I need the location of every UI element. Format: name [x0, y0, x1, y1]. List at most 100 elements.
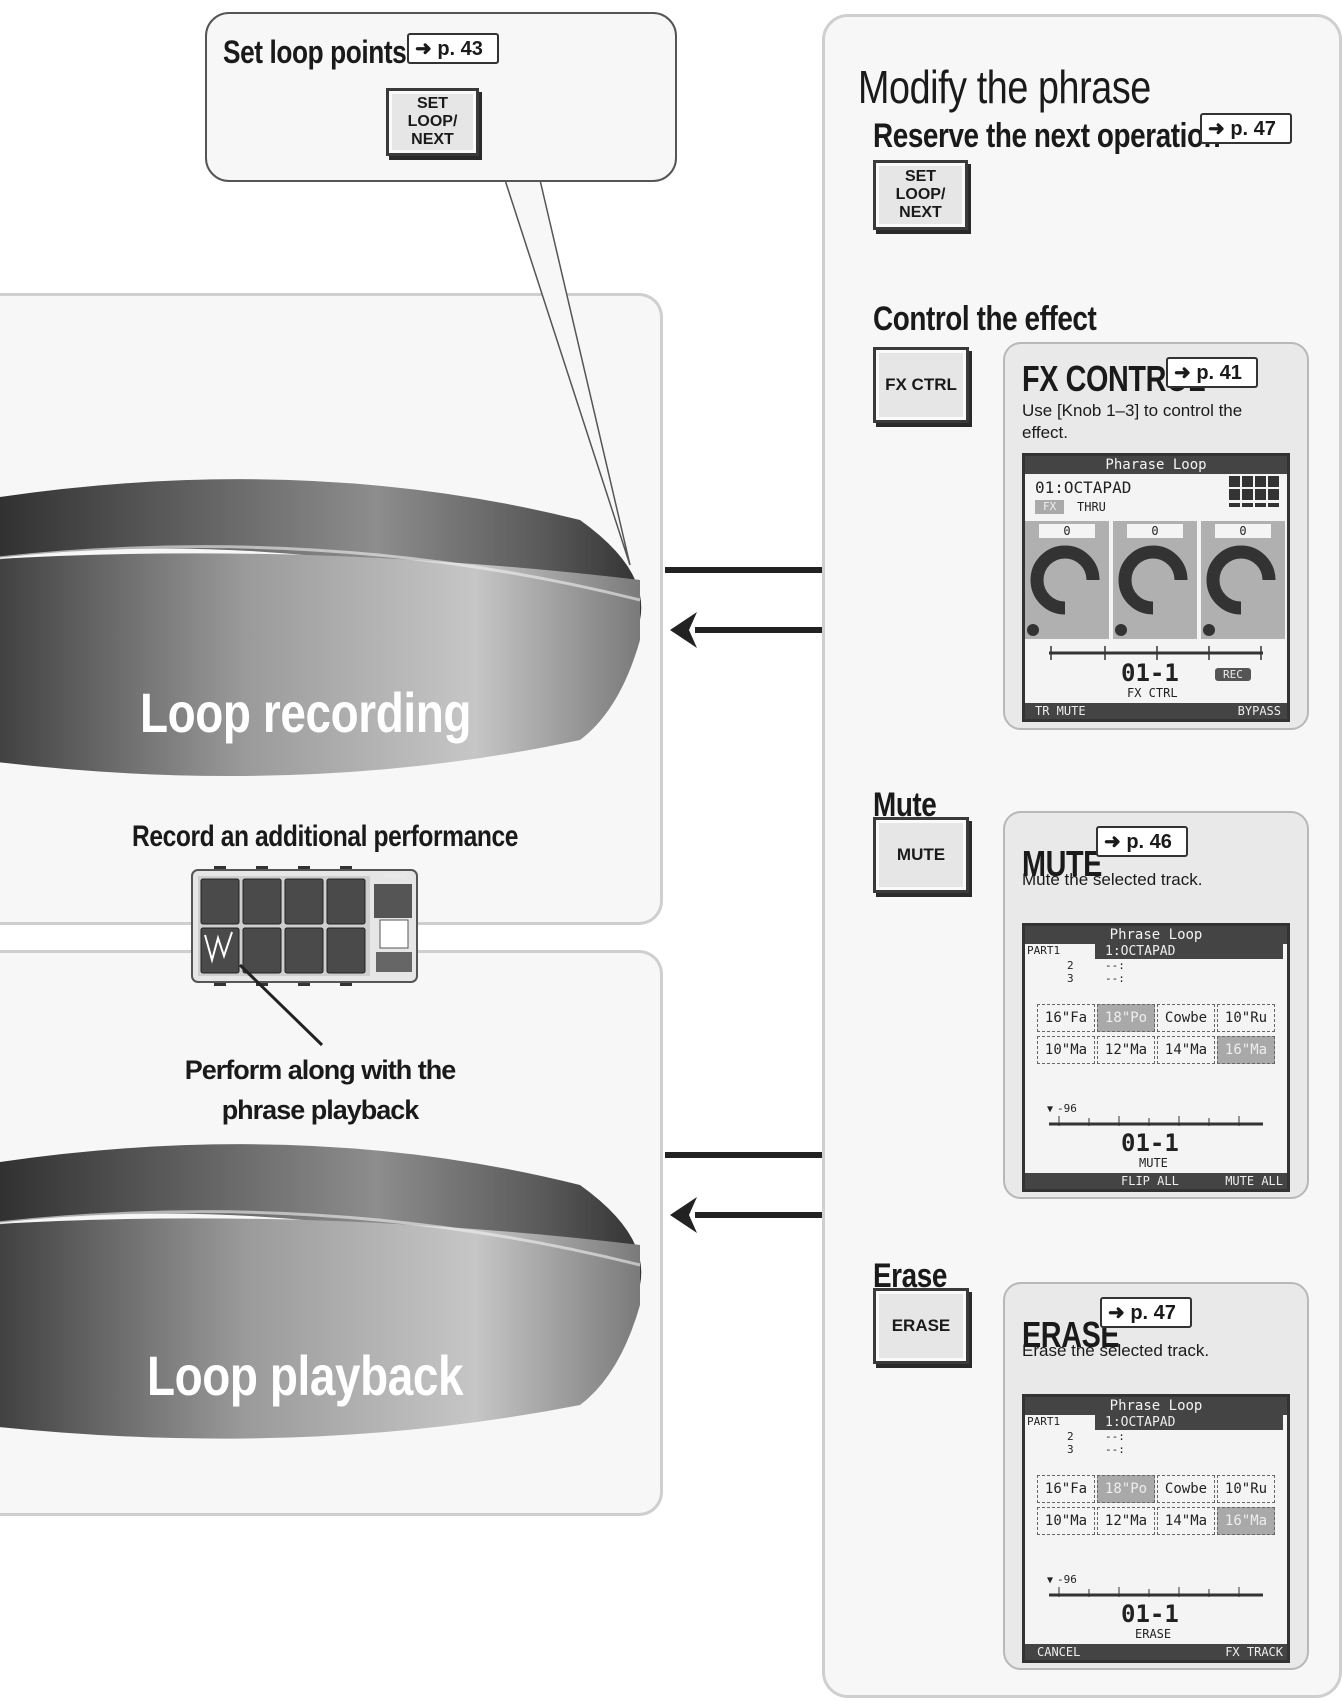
lcd-fx-tag: FX [1035, 500, 1065, 514]
reserve-ref-wrap: ➜ p. 47 [1200, 113, 1292, 144]
mute-ref-text: p. 46 [1126, 831, 1172, 853]
reserve-ref[interactable]: ➜ p. 47 [1200, 113, 1292, 144]
erase-ref-text: p. 47 [1130, 1302, 1176, 1324]
lcd-kit-name: 01:OCTAPAD [1035, 478, 1132, 497]
lcd-knob-value-3: 0 [1215, 524, 1271, 538]
loop-points-ref-text: p. 43 [437, 38, 483, 60]
mute-lcd: Phrase Loop PART1 1:OCTAPAD 2 --: 3 --: … [1022, 923, 1290, 1192]
erase-level-bar [1049, 1587, 1263, 1597]
record-caption: Record an additional performance [132, 820, 519, 853]
mute-pad-6: 12"Ma [1097, 1036, 1155, 1064]
erase-lcd-part3-value: --: [1105, 1443, 1125, 1456]
mute-pad-7: 14"Ma [1157, 1036, 1215, 1064]
mute-level-value: -96 [1057, 1102, 1077, 1115]
fx-control-ref-text: p. 41 [1196, 362, 1242, 384]
erase-desc: Erase the selected track. [1022, 1341, 1210, 1360]
erase-level-icon: ▼ [1047, 1575, 1054, 1586]
erase-ref-wrap: ➜ p. 47 [1100, 1297, 1192, 1328]
erase-lcd-part1-value: 1:OCTAPAD [1095, 1415, 1283, 1430]
mute-lcd-part2-label: 2 [1067, 959, 1074, 972]
lcd-mode: FX CTRL [1127, 686, 1178, 700]
mute-level-icon: ▼ [1047, 1104, 1054, 1115]
modify-title: Modify the phrase [858, 61, 1151, 113]
lcd-function-bar: TR MUTE BYPASS [1025, 703, 1287, 719]
mute-lcd-number: 01-1 [1121, 1129, 1179, 1157]
mute-lcd-part3-value: --: [1105, 972, 1125, 985]
perform-caption-line-1: Perform along with the [184, 1055, 457, 1085]
mute-pad-2: 18"Po [1097, 1004, 1155, 1032]
reserve-set-loop-next-button[interactable]: SET LOOP/ NEXT [873, 160, 968, 230]
mute-ref[interactable]: ➜ p. 46 [1096, 826, 1188, 857]
mute-lcd-part1-value: 1:OCTAPAD [1095, 944, 1283, 959]
erase-lcd-mode: ERASE [1135, 1627, 1172, 1641]
perform-caption-line-2: phrase playback [221, 1095, 420, 1125]
mute-lcd-mode: MUTE [1139, 1156, 1168, 1170]
mute-lcd-f3-label: MUTE ALL [1225, 1174, 1283, 1188]
mute-pad-8: 16"Ma [1217, 1036, 1275, 1064]
erase-lcd-part-label: PART1 [1027, 1415, 1061, 1428]
erase-pad-5: 10"Ma [1037, 1507, 1095, 1535]
mute-lcd-part2-value: --: [1105, 959, 1125, 972]
erase-lcd-f3-label: FX TRACK [1225, 1645, 1283, 1659]
lcd-fx-value: THRU [1077, 500, 1106, 514]
erase-pad-1: 16"Fa [1037, 1475, 1095, 1503]
control-heading: Control the effect [873, 300, 1097, 338]
loop-recording-label: Loop recording [140, 681, 471, 744]
erase-lcd-part2-value: --: [1105, 1430, 1125, 1443]
erase-lcd-part2-label: 2 [1067, 1430, 1074, 1443]
fx-ctrl-button[interactable]: FX CTRL [873, 347, 969, 423]
fx-control-lcd: Pharase Loop 01:OCTAPAD FX THRU 0 0 0 01… [1022, 453, 1290, 722]
fx-control-ref-wrap: ➜ p. 41 [1166, 357, 1258, 388]
mute-title: MUTE [1022, 843, 1102, 884]
loop-playback-label: Loop playback [147, 1344, 464, 1407]
erase-lcd-part3-label: 3 [1067, 1443, 1074, 1456]
loop-points-ref[interactable]: ➜ p. 43 [407, 33, 499, 64]
lcd-knob-value-2: 0 [1127, 524, 1183, 538]
fx-control-ref[interactable]: ➜ p. 41 [1166, 357, 1258, 388]
mute-lcd-header: Phrase Loop [1025, 926, 1287, 944]
perform-caption: Perform along with the phrase playback [170, 1050, 470, 1130]
erase-lcd-number: 01-1 [1121, 1600, 1179, 1628]
lcd-rec-badge: REC [1215, 668, 1251, 681]
mute-lcd-part-label: PART1 [1027, 944, 1061, 957]
erase-lcd-f1-label: CANCEL [1037, 1645, 1081, 1659]
octapad-device [191, 866, 418, 1047]
erase-level-value: -96 [1057, 1573, 1077, 1586]
erase-pad-8: 16"Ma [1217, 1507, 1275, 1535]
mute-desc: Mute the selected track. [1022, 870, 1203, 889]
lcd-knob-graphics [1027, 545, 1276, 636]
mute-lcd-part3-label: 3 [1067, 972, 1074, 985]
recording-ring [0, 479, 642, 776]
erase-pad-3: Cowbe [1157, 1475, 1215, 1503]
lcd-pad-grid-icon [1229, 476, 1279, 507]
device-brand: Roland [384, 873, 407, 880]
erase-lcd-header: Phrase Loop [1025, 1397, 1287, 1415]
reserve-heading: Reserve the next operation [873, 117, 1221, 155]
fx-control-desc: Use [Knob 1–3] to control the effect. [1022, 401, 1243, 442]
reserve-ref-text: p. 47 [1230, 118, 1276, 140]
mute-ref-wrap: ➜ p. 46 [1096, 826, 1188, 857]
mute-lcd-function-bar: FLIP ALL MUTE ALL [1025, 1173, 1287, 1189]
mute-pad-4: 10"Ru [1217, 1004, 1275, 1032]
erase-button[interactable]: ERASE [873, 1288, 969, 1364]
playback-ring [0, 1144, 642, 1439]
loop-points-set-loop-next-button[interactable]: SET LOOP/ NEXT [386, 88, 479, 156]
erase-pad-4: 10"Ru [1217, 1475, 1275, 1503]
erase-lcd-function-bar: CANCEL FX TRACK [1025, 1644, 1287, 1660]
loop-points-title: Set loop points [223, 34, 407, 70]
arrow-from-modify-2 [670, 1197, 825, 1233]
loop-points-ref-wrap: ➜ p. 43 [407, 33, 499, 64]
lcd-f1-label: TR MUTE [1035, 704, 1086, 718]
mute-pad-3: Cowbe [1157, 1004, 1215, 1032]
mute-button[interactable]: MUTE [873, 817, 969, 893]
erase-pad-2: 18"Po [1097, 1475, 1155, 1503]
lcd-timeline-bar [1049, 646, 1263, 660]
erase-lcd: Phrase Loop PART1 1:OCTAPAD 2 --: 3 --: … [1022, 1394, 1290, 1663]
mute-lcd-f2-label: FLIP ALL [1121, 1174, 1179, 1188]
mute-pad-5: 10"Ma [1037, 1036, 1095, 1064]
lcd-header: Pharase Loop [1025, 456, 1287, 474]
arrow-from-modify-1 [670, 612, 825, 648]
lcd-knob-value-1: 0 [1039, 524, 1095, 538]
erase-ref[interactable]: ➜ p. 47 [1100, 1297, 1192, 1328]
erase-pad-7: 14"Ma [1157, 1507, 1215, 1535]
